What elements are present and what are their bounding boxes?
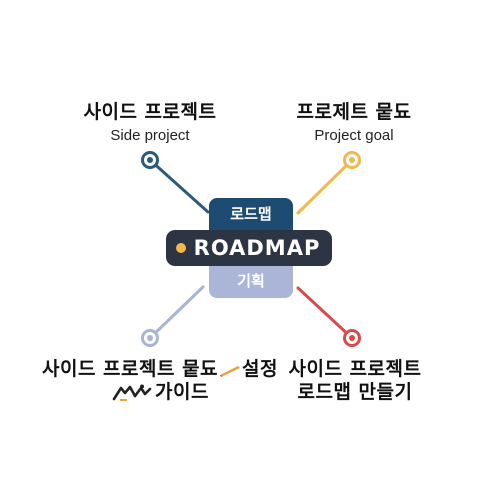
node-bottom-left-line1: 사이드 프로젝트 뭍됴 설정 bbox=[40, 358, 280, 380]
node-top-left-label: 사이드 프로젝트 Side project bbox=[62, 101, 238, 146]
node-top-right-title: 프로제트 뭍됴 bbox=[296, 101, 412, 123]
node-bottom-left-label: 사이드 프로젝트 뭍됴 설정 가이드 bbox=[40, 358, 280, 403]
connector-top-right bbox=[296, 158, 354, 215]
center-bottom-label: 기획 bbox=[237, 272, 265, 290]
pencil-icon bbox=[220, 365, 241, 377]
node-bottom-right-line1: 사이드 프로젝트 bbox=[288, 358, 422, 380]
center-main-pill: ROADMAP bbox=[166, 230, 332, 266]
node-bottom-right-core bbox=[349, 335, 355, 341]
runner-icon bbox=[112, 384, 152, 401]
node-bottom-right-label: 사이드 프로젝트 로드맵 만들기 bbox=[272, 358, 438, 403]
node-bottom-left-core bbox=[147, 335, 153, 341]
node-bottom-left-line2: 가이드 bbox=[40, 381, 280, 403]
connector-bottom-left bbox=[148, 285, 205, 340]
node-top-left-title: 사이드 프로젝트 bbox=[83, 101, 217, 123]
connector-bottom-right bbox=[296, 286, 354, 340]
node-bottom-right-line2: 로드맵 만들기 bbox=[297, 381, 413, 403]
center-main-label: ROADMAP bbox=[193, 236, 321, 260]
node-top-left-core bbox=[147, 157, 153, 163]
center-dot-icon bbox=[176, 243, 186, 253]
node-top-right-label: 프로제트 뭍됴 Project goal bbox=[270, 101, 438, 146]
connector-top-left bbox=[148, 158, 210, 214]
node-bottom-left-line1-after: 설정 bbox=[242, 358, 279, 380]
node-top-left-subtitle: Side project bbox=[110, 127, 190, 144]
node-top-right-core bbox=[349, 157, 355, 163]
node-top-right-subtitle: Project goal bbox=[314, 127, 394, 144]
node-bottom-left-line2-text: 가이드 bbox=[155, 381, 209, 403]
center-top-label: 로드맵 bbox=[230, 205, 272, 223]
node-bottom-left-line1-text: 사이드 프로젝트 뭍됴 bbox=[41, 358, 219, 380]
